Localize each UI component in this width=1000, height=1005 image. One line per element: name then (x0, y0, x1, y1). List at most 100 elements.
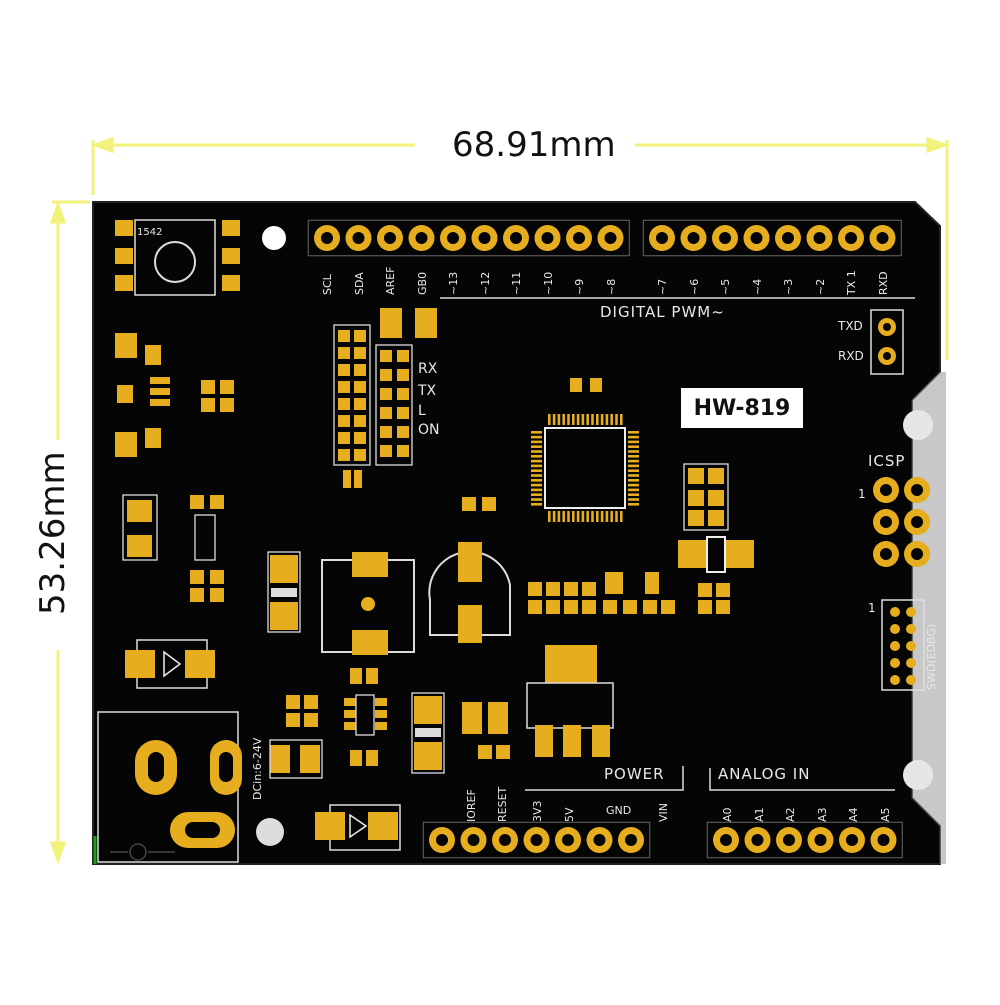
mcu-pin (531, 455, 542, 458)
header-pin-hole (593, 834, 606, 846)
header-pin-hole (415, 232, 428, 244)
header-outline (706, 821, 903, 859)
header-pin-hole (510, 232, 522, 244)
mcu-pin (596, 414, 599, 425)
dc-jack (97, 711, 242, 863)
swd-pin (890, 658, 900, 668)
swd-pin (890, 641, 900, 651)
mcu-pin (628, 493, 639, 496)
mcu-pin (628, 440, 639, 444)
swd-pin (906, 607, 916, 617)
mcu-pin (557, 511, 561, 522)
pin-label: ~8 (605, 278, 618, 295)
icsp-pin-hole (880, 484, 892, 496)
pin-label: ~3 (782, 278, 795, 295)
resistor-pad (338, 330, 350, 342)
resistor-pad (354, 432, 366, 444)
header-pin-hole (751, 834, 764, 846)
header-pin-hole (876, 232, 889, 244)
resistor-pad (338, 449, 350, 461)
resistor-pad (354, 415, 366, 427)
digital-header-right (642, 219, 902, 257)
mcu-pin (581, 414, 585, 425)
mcu-pin (586, 511, 589, 522)
resistor-pad (354, 449, 366, 461)
mcu-pin (600, 511, 604, 522)
rxd-label: RXD (838, 349, 864, 363)
pin-label: SDA (353, 272, 366, 295)
header-pin-hole (436, 834, 448, 846)
mcu-pin (531, 450, 542, 453)
mcu-pin (567, 414, 570, 425)
led-outline (375, 344, 413, 466)
mcu-pin (531, 445, 542, 448)
header-pin-hole (845, 232, 857, 244)
led-pad (397, 388, 409, 400)
header-pin-hole (720, 834, 732, 846)
pin-label: A3 (816, 807, 829, 822)
icsp-pin-hole (911, 516, 923, 528)
led-pad (397, 407, 409, 419)
diode (125, 639, 215, 689)
swd-pin (906, 641, 916, 651)
crystal-outline (683, 463, 729, 531)
pin-label: AREF (384, 266, 397, 295)
led-block (338, 330, 409, 461)
mcu-pin (531, 474, 542, 477)
pin-label: SCL (321, 274, 334, 295)
header-pin-hole (814, 834, 827, 846)
mcu-pin (531, 483, 542, 487)
height-dimension-label: 53.26mm (33, 451, 73, 615)
mcu-pin (562, 414, 565, 425)
header-outline (422, 821, 651, 859)
led-label-on: ON (418, 422, 440, 438)
header-pin-hole (467, 834, 480, 846)
pin-label: A0 (721, 807, 734, 822)
smd-component (528, 572, 730, 614)
header-outline (642, 219, 902, 257)
uart-pin-hole (883, 352, 891, 360)
dc-input-label: DCin:6-24V (251, 737, 264, 800)
mcu-pin (628, 469, 639, 472)
width-dimension (90, 136, 950, 360)
mcu-pin (628, 455, 639, 458)
resistor-pad (338, 415, 350, 427)
mcu-pin (620, 414, 623, 425)
diode (315, 804, 401, 851)
led-pad (380, 426, 392, 438)
header-pin-hole (656, 232, 668, 244)
polarity-symbol (93, 836, 175, 864)
pin-label: ~13 (447, 271, 460, 295)
header-pin-hole (541, 232, 554, 244)
smd-component (270, 668, 510, 773)
mcu-pin (628, 435, 639, 439)
pin-label: IOREF (465, 789, 478, 822)
board-edge-shadow (912, 372, 946, 864)
mcu-pin (628, 445, 639, 448)
pin-label: RESET (496, 786, 509, 822)
mcu-pin (552, 414, 556, 425)
swd-pin (890, 607, 900, 617)
mcu-pin (531, 464, 542, 468)
header-pin-hole (447, 232, 459, 244)
voltage-regulator-left (115, 333, 170, 457)
pin-label: A2 (784, 807, 797, 822)
resistor-pad (338, 381, 350, 393)
led-label-l: L (418, 403, 426, 419)
mcu-pin (620, 511, 623, 522)
mcu-pin (610, 414, 613, 425)
mcu-pin (586, 414, 589, 425)
fuse (411, 692, 445, 774)
swd-pin (906, 658, 916, 668)
digital-header-left (307, 219, 630, 257)
led-pad (397, 445, 409, 457)
smd-component (127, 380, 234, 602)
mcu-pin (628, 464, 639, 468)
mcu-pin (531, 459, 542, 463)
header-pin-hole (530, 834, 543, 846)
pin-label: ~9 (573, 278, 586, 295)
pin-label: RXD (877, 271, 890, 295)
transistor (678, 536, 754, 573)
icsp-label: ICSP (868, 452, 906, 470)
power-header-label: POWER (604, 765, 665, 783)
